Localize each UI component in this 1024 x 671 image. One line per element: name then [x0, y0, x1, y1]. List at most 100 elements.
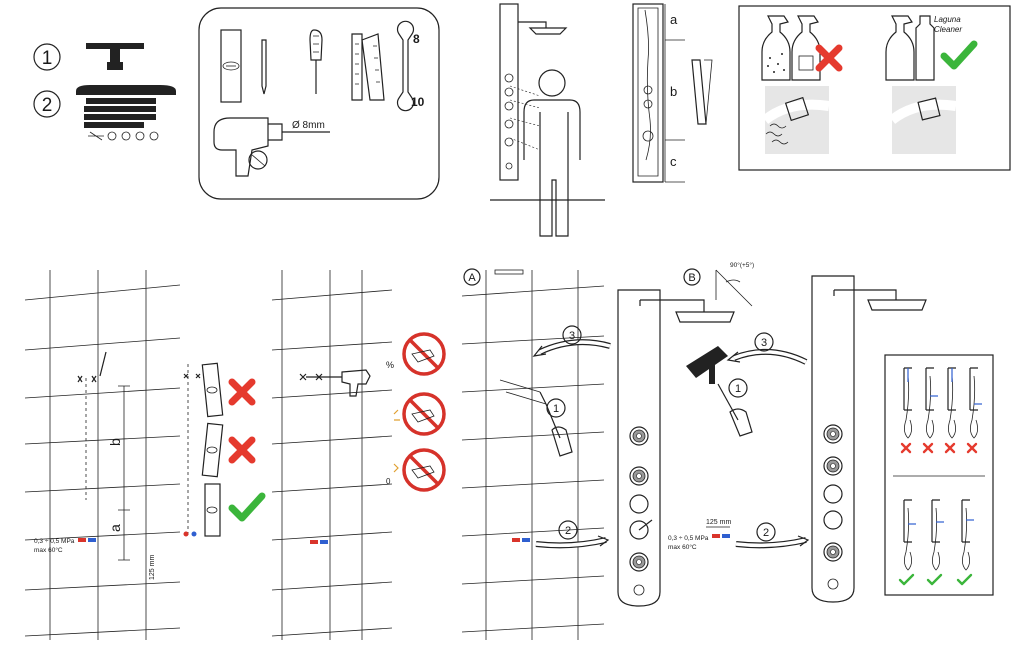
diverter-icon [823, 484, 843, 504]
nozzle-icon [629, 552, 649, 572]
variant-a-arrow3-number: 3 [569, 330, 575, 342]
surface-panel [765, 86, 829, 154]
drill-percent-label: % [386, 360, 394, 370]
variant-b-arrow2-number: 2 [763, 527, 769, 539]
cloth-icon [917, 97, 941, 121]
prohibited-icon [393, 392, 446, 436]
variant-b-arrow1-number: 1 [735, 383, 741, 395]
wall-mark-distance: 125 mm [149, 555, 156, 580]
cleaning-box: Laguna Cleaner [738, 5, 1011, 171]
variant-b-arrow3-number: 3 [761, 337, 767, 349]
nozzle-icon [823, 456, 843, 476]
tools-box: 8 10 Ø 8mm [198, 7, 440, 200]
person-silhouette [523, 69, 581, 237]
hose-variant-right [956, 499, 974, 586]
variant-a-arrow2-number: 2 [565, 525, 571, 537]
screwdriver-icon [309, 29, 323, 94]
drill-icon [213, 117, 330, 177]
check-mark-icon [232, 496, 262, 518]
screwdriver-icon [717, 383, 739, 421]
variant-b-figure: B 90°(+5°) 3 1 125 mm 0,3 ÷ 0,5 MPa max … [668, 261, 927, 603]
folding-rule-icon [351, 33, 385, 101]
shower-panel [499, 3, 519, 181]
level-icon [220, 29, 242, 103]
check-mark-icon [898, 573, 915, 586]
wrench-size-bottom: 10 [411, 95, 425, 109]
diverter-icon [629, 494, 649, 514]
shower-head-icon [867, 299, 927, 311]
height-mark-b: b [670, 84, 677, 99]
pencil-icon [261, 39, 267, 95]
variant-b-label: B [688, 272, 695, 284]
variant-a-label: A [468, 272, 476, 284]
cloth-icon [765, 96, 810, 145]
step2-number: 2 [42, 95, 53, 116]
cleaner-bottle-icon [915, 15, 935, 81]
prohibited-icon [402, 332, 446, 376]
drill-icon [341, 369, 371, 397]
bracket-icon [86, 43, 144, 70]
drilling-figure: % 0 [271, 270, 446, 640]
wrench-icon [396, 20, 415, 112]
variant-b-pressure-line1: 0,3 ÷ 0,5 MPa [668, 535, 709, 542]
drill-bit-label: Ø 8mm [292, 120, 325, 131]
wall-marking-figure: b a 125 mm 0,3 ÷ 0,5 MPa max 60°C [24, 270, 181, 640]
hose-variant-wrong [966, 367, 982, 454]
wall-mark-b: b [107, 438, 123, 446]
hose-variant-wrong [922, 367, 938, 454]
check-mark-icon [956, 573, 973, 586]
panel-measurement-figure: a b c [632, 3, 713, 183]
step1-circle [33, 43, 61, 71]
hose-check-box [884, 354, 994, 596]
nozzle-icon [823, 542, 843, 562]
cross-mark-icon [900, 442, 912, 454]
step1-group: 1 [33, 43, 144, 71]
height-mark-c: c [670, 154, 677, 169]
prohibited-icon [393, 448, 446, 492]
shower-panel [617, 289, 735, 607]
cleaner-name-line1: Laguna [934, 15, 961, 24]
mixer-handle-icon [629, 520, 649, 540]
variant-a-arrow1-number: 1 [553, 403, 559, 415]
nozzle-icon [629, 466, 649, 486]
variant-b-angle: 90°(+5°) [730, 261, 754, 269]
cross-mark-icon [819, 48, 839, 68]
hose-variant-right [926, 499, 944, 586]
variant-a-figure: A 3 1 2 [461, 268, 735, 640]
shower-head-icon [528, 27, 568, 35]
pressure-line2: max 60°C [34, 546, 63, 554]
spray-bottle-icon [885, 15, 915, 81]
screwdriver-icon [539, 391, 547, 405]
hose-variant-wrong [900, 367, 912, 454]
mixer-handle-icon [823, 510, 843, 530]
level-icon [201, 362, 224, 418]
level-icon [201, 422, 224, 478]
step2-group: 2 [33, 85, 176, 141]
spray-bottle-icon [761, 15, 791, 81]
level-icon [204, 483, 221, 537]
step1-number: 1 [42, 48, 53, 69]
variant-b-distance: 125 mm [706, 519, 731, 526]
cleaner-name-line2: Cleaner [934, 25, 962, 34]
shower-panel [811, 275, 927, 603]
shower-head-icon [675, 311, 735, 323]
check-mark-icon [944, 44, 974, 66]
folding-rule-icon [691, 59, 713, 125]
pressure-line1: 0,3 ÷ 0,5 MPa [34, 538, 75, 545]
panel-height-figure [490, 3, 605, 237]
step2-circle [33, 90, 61, 118]
wall-mark-a: a [107, 524, 123, 532]
nozzle-icon [823, 424, 843, 444]
level-check-figure [183, 362, 263, 537]
hose-variant-right [898, 499, 916, 586]
cross-mark-icon [966, 442, 978, 454]
drill-zero-label: 0 [386, 477, 391, 486]
cross-mark-icon [922, 442, 934, 454]
check-mark-icon [926, 573, 943, 586]
height-mark-a: a [670, 12, 678, 27]
wrench-size-top: 8 [413, 32, 420, 46]
pencil-icon [99, 351, 107, 377]
cross-mark-icon [232, 440, 252, 460]
nozzle-icon [629, 426, 649, 446]
